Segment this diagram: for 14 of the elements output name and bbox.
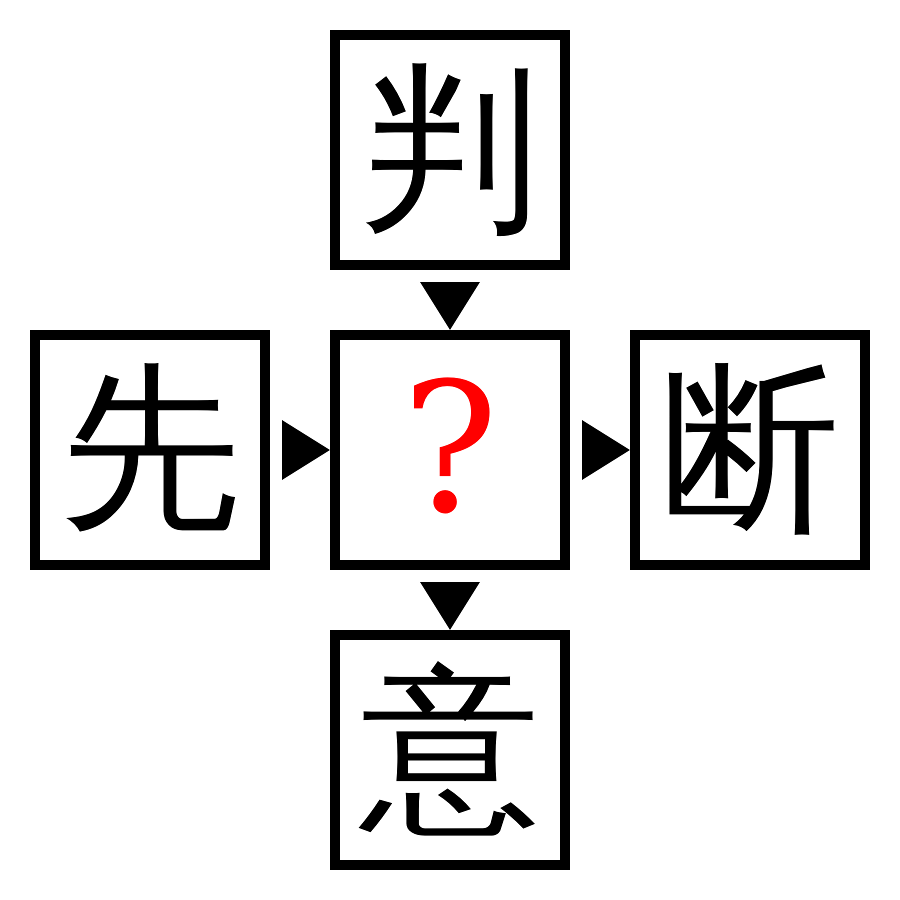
puzzle-box	[330, 630, 570, 870]
kanji-character: 意	[360, 660, 540, 840]
puzzle-box	[330, 30, 570, 270]
question-mark: ?	[402, 360, 498, 540]
puzzle-box	[30, 330, 270, 570]
puzzle-box	[630, 330, 870, 570]
puzzle-box	[330, 330, 570, 570]
kanji-character: 先	[60, 360, 240, 540]
kanji-character: 断	[660, 360, 840, 540]
arrow	[420, 282, 480, 330]
arrow	[582, 420, 630, 480]
arrow	[420, 582, 480, 630]
arrow	[282, 420, 330, 480]
kanji-character: 判	[360, 60, 540, 240]
